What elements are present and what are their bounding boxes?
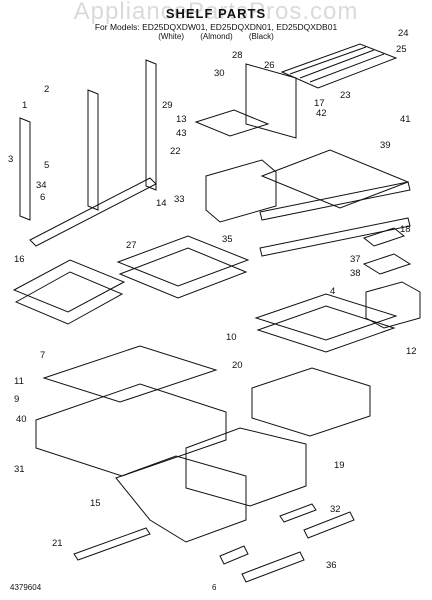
callout-25: 25 — [396, 44, 407, 55]
model-list: For Models: ED25DQXDW01, ED25DQXDN01, ED… — [94, 22, 338, 32]
callout-36: 36 — [326, 560, 337, 571]
callout-20: 20 — [232, 360, 243, 371]
support-bar-34 — [29, 177, 157, 247]
callout-31: 31 — [14, 464, 25, 475]
diagram-title: SHELF PARTS — [165, 6, 267, 21]
callout-13: 13 — [176, 114, 187, 125]
callout-9: 9 — [14, 394, 19, 405]
trim-36a — [303, 511, 355, 539]
callout-32: 32 — [330, 504, 341, 515]
callout-10: 10 — [226, 332, 237, 343]
egg-tray-38 — [362, 253, 412, 275]
callout-19: 19 — [334, 460, 345, 471]
trim-32 — [279, 503, 317, 523]
trim-36c — [219, 545, 249, 565]
color-variants: (White) (Almond) (Black) — [158, 32, 274, 41]
rail-center — [145, 59, 157, 191]
trim-36b — [241, 551, 305, 583]
wire-shelf-24 — [280, 43, 398, 89]
callout-5: 5 — [44, 160, 49, 171]
callout-42: 42 — [316, 108, 327, 119]
callout-37: 37 — [350, 254, 361, 265]
callout-28: 28 — [232, 50, 243, 61]
callout-21: 21 — [52, 538, 63, 549]
callout-11: 11 — [14, 376, 24, 387]
callout-23: 23 — [340, 90, 351, 101]
callout-41: 41 — [400, 114, 411, 125]
callout-43: 43 — [176, 128, 187, 139]
frame-lower — [35, 383, 227, 477]
callout-34: 34 — [36, 180, 47, 191]
callout-24: 24 — [398, 28, 409, 39]
crisper-right — [185, 427, 307, 507]
callout-38: 38 — [350, 268, 361, 279]
glass-shelf-right — [254, 293, 398, 341]
glass-shelf-center — [116, 235, 250, 287]
callout-17: 17 — [314, 98, 325, 109]
callout-7: 7 — [40, 350, 45, 361]
document-number: 4379604 — [10, 583, 42, 592]
rail-bar-17 — [259, 181, 411, 221]
rail-left-outer — [19, 117, 31, 221]
watermark: AppliancePartsPros.com — [73, 0, 359, 25]
callout-15: 15 — [90, 498, 101, 509]
rail-bar-lower — [259, 217, 411, 257]
divider-panel-26 — [245, 63, 297, 139]
bar-21 — [73, 527, 151, 561]
wire-shelf-large — [260, 149, 410, 209]
rail-left-mid — [87, 89, 99, 211]
callout-33: 33 — [174, 194, 185, 205]
callout-26: 26 — [264, 60, 275, 71]
crisper-left — [115, 455, 247, 543]
callout-18: 18 — [400, 224, 411, 235]
bin-4 — [365, 281, 421, 329]
callout-16: 16 — [14, 254, 25, 265]
tray-13 — [194, 109, 270, 137]
callout-27: 27 — [126, 240, 137, 251]
callout-39: 39 — [380, 140, 391, 151]
callout-29: 29 — [162, 100, 173, 111]
callout-30: 30 — [214, 68, 225, 79]
callout-40: 40 — [16, 414, 27, 425]
callout-4: 4 — [330, 286, 335, 297]
callout-14: 14 — [156, 198, 167, 209]
drawer-20 — [251, 367, 371, 437]
callout-3: 3 — [8, 154, 13, 165]
callout-2: 2 — [44, 84, 49, 95]
callout-22: 22 — [170, 146, 181, 157]
cover-11 — [42, 345, 218, 403]
glass-shelf-left — [12, 259, 126, 313]
drawer-22 — [205, 159, 277, 223]
callout-6: 6 — [40, 192, 45, 203]
callout-35: 35 — [222, 234, 233, 245]
callout-12: 12 — [406, 346, 417, 357]
callout-1: 1 — [22, 100, 27, 111]
bin-37 — [362, 227, 406, 247]
page-number: 6 — [212, 583, 217, 592]
